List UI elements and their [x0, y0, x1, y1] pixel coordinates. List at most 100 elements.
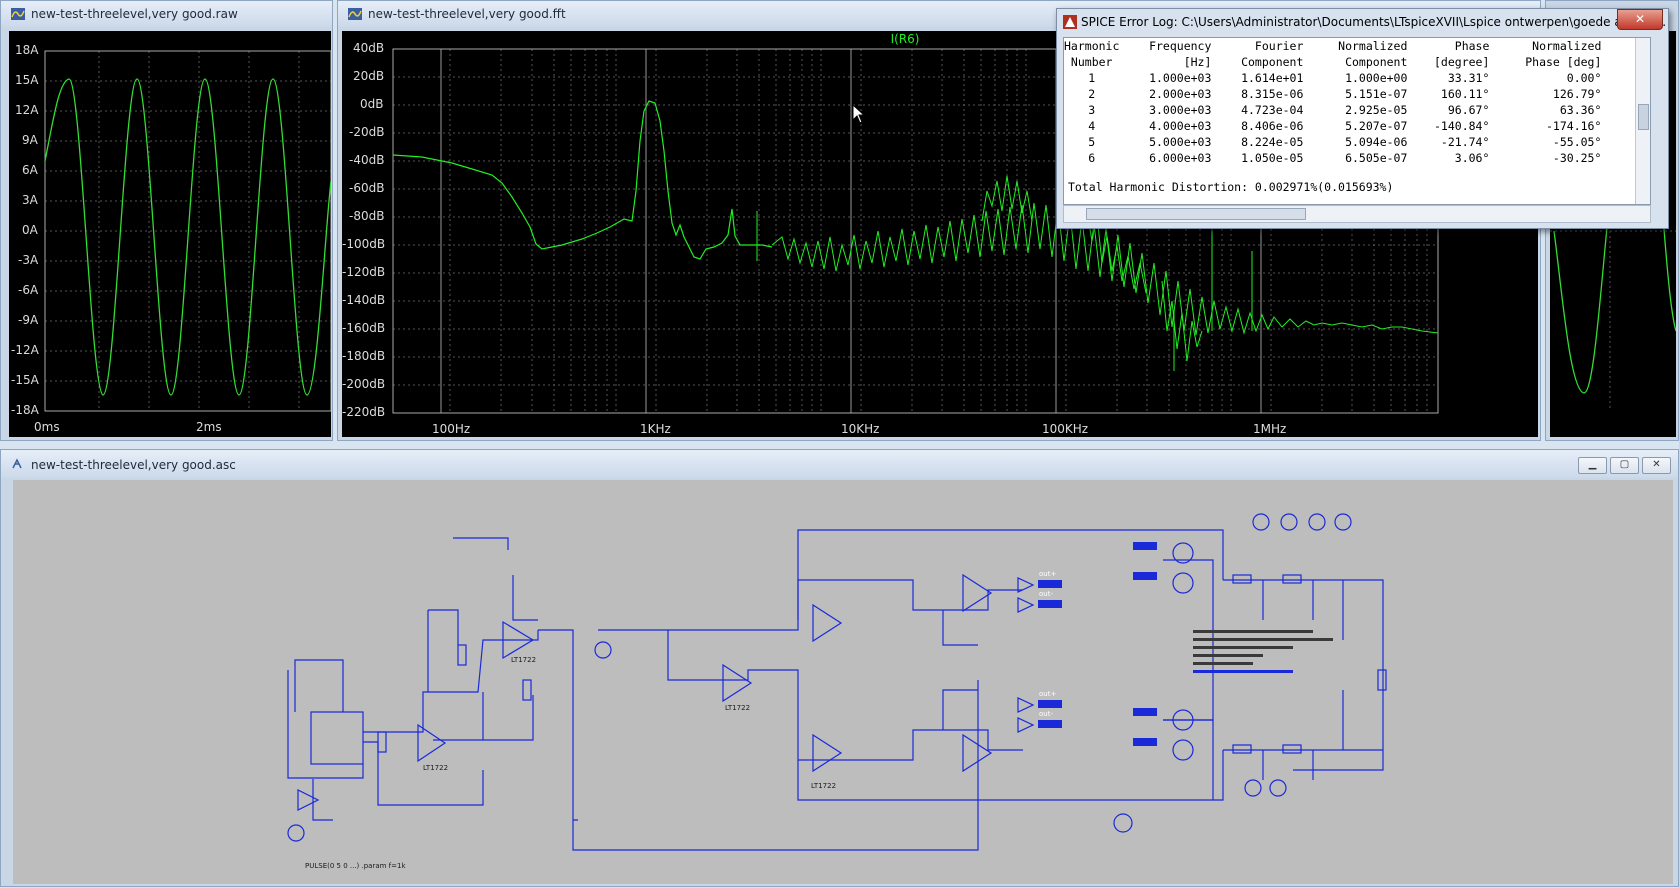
fft-ytick: 20dB [353, 69, 385, 83]
table-header: [degree] [1434, 55, 1490, 69]
fft-xtick: 100KHz [1042, 422, 1089, 436]
minimize-button[interactable]: ▁ [1578, 457, 1607, 474]
scrollbar-thumb[interactable] [1638, 104, 1649, 130]
table-cell: -174.16° [1546, 119, 1602, 133]
raw-ytick: -15A [11, 373, 39, 387]
fft-ytick: -80dB [349, 209, 385, 223]
table-cell: 1.050e-05 [1241, 151, 1304, 165]
sim-directive: PULSE(0 5 0 ...) .param f=1k [305, 862, 406, 870]
fft-ytick: -40dB [349, 153, 385, 167]
table-cell: 126.79° [1552, 87, 1602, 101]
raw-plot[interactable] [9, 31, 332, 437]
table-header: Fourier [1254, 39, 1304, 53]
table-cell: 2.000e+03 [1149, 87, 1212, 101]
table-cell: 1.000e+03 [1149, 71, 1212, 85]
net-label: out- [1039, 590, 1053, 598]
raw-ytick: 15A [15, 73, 39, 87]
close-button[interactable]: ✕ [1642, 457, 1671, 474]
table-row: 5 5.000e+03 8.224e-05 5.094e-06 -21.74° … [1064, 134, 1601, 150]
table-cell: 2.925e-05 [1345, 103, 1408, 117]
schematic-svg: LT1722 LT1722 LT1722 LT1722 out+ out- ou… [287, 513, 1387, 870]
table-cell: 33.31° [1447, 71, 1490, 85]
opamp-label: LT1722 [725, 704, 750, 712]
opamp-label: LT1722 [423, 764, 448, 772]
fft-ytick: 0dB [360, 97, 384, 111]
raw-ytick: 9A [22, 133, 38, 147]
fft-xtick: 100Hz [432, 422, 471, 436]
table-cell: 4.723e-04 [1241, 103, 1304, 117]
horizontal-scrollbar[interactable] [1063, 205, 1651, 223]
table-cell: 5.000e+03 [1149, 135, 1212, 149]
table-header: Phase [1454, 39, 1490, 53]
fft-xtick: 1MHz [1253, 422, 1287, 436]
table-cell: 6 [1088, 151, 1096, 165]
schematic-canvas[interactable]: LT1722 LT1722 LT1722 LT1722 out+ out- ou… [13, 480, 1673, 884]
spice-log-icon [1063, 15, 1077, 29]
schematic-titlebar[interactable]: new-test-threelevel,very good.asc ▁ ▢ ✕ [1, 450, 1678, 478]
table-cell: 5 [1088, 135, 1096, 149]
table-cell: 3 [1088, 103, 1096, 117]
harmonic-header-row: Harmonic Frequency Fourier Normalized Ph… [1064, 38, 1601, 54]
table-cell: 4 [1088, 119, 1096, 133]
fft-ytick: -160dB [342, 321, 386, 335]
table-header: Phase [deg] [1525, 55, 1602, 69]
raw-ytick: 3A [22, 193, 38, 207]
fft-trace-label: I(R6) [891, 32, 920, 46]
table-cell: -55.05° [1552, 135, 1602, 149]
table-cell: 1 [1088, 71, 1096, 85]
opamp-label: LT1722 [511, 656, 536, 664]
raw-ytick: 12A [15, 103, 39, 117]
raw-trace [44, 78, 332, 396]
table-header: Component [1241, 55, 1304, 69]
table-header: Normalized [1338, 39, 1408, 53]
table-cell: 4.000e+03 [1149, 119, 1212, 133]
fft-trace-low [392, 100, 773, 260]
table-cell: 8.406e-06 [1241, 119, 1304, 133]
raw-xtick: 0ms [34, 420, 60, 434]
waveform-icon [11, 8, 25, 20]
raw-ytick: -18A [11, 403, 39, 417]
net-label: out- [1039, 710, 1053, 718]
table-cell: -21.74° [1440, 135, 1490, 149]
net-label: out+ [1039, 690, 1056, 698]
schematic-icon [12, 458, 22, 469]
fft-ytick: -220dB [342, 405, 386, 419]
error-log-content[interactable]: Harmonic Frequency Fourier Normalized Ph… [1063, 37, 1651, 205]
table-cell: 8.315e-06 [1241, 87, 1304, 101]
waveform-icon [348, 8, 362, 20]
fft-ytick: -60dB [349, 181, 385, 195]
fft-noise-floor [756, 175, 1439, 371]
table-cell: 8.224e-05 [1241, 135, 1304, 149]
table-header: Harmonic [1064, 39, 1120, 53]
maximize-button[interactable]: ▢ [1610, 457, 1639, 474]
table-row: 4 4.000e+03 8.406e-06 5.207e-07 -140.84°… [1064, 118, 1601, 134]
table-header: Number [1070, 55, 1113, 69]
table-cell: 6.000e+03 [1149, 151, 1212, 165]
spice-error-log-window[interactable]: SPICE Error Log: C:\Users\Administrator\… [1056, 8, 1669, 229]
table-row: 2 2.000e+03 8.315e-06 5.151e-07 160.11° … [1064, 86, 1601, 102]
table-cell: 3.06° [1454, 151, 1490, 165]
table-header: Component [1345, 55, 1408, 69]
fft-ytick: -100dB [342, 237, 386, 251]
harmonic-header-row: Number [Hz] Component Component [degree]… [1064, 54, 1601, 70]
raw-window[interactable]: new-test-threelevel,very good.raw 18A 15… [0, 0, 333, 441]
table-header: Normalized [1532, 39, 1602, 53]
raw-window-title: new-test-threelevel,very good.raw [31, 7, 238, 21]
raw-plot-svg [44, 50, 332, 412]
table-cell: 3.000e+03 [1149, 103, 1212, 117]
table-row: 3 3.000e+03 4.723e-04 2.925e-05 96.67° 6… [1064, 102, 1601, 118]
table-cell: 6.505e-07 [1345, 151, 1408, 165]
schematic-window[interactable]: new-test-threelevel,very good.asc ▁ ▢ ✕ [0, 449, 1679, 887]
raw-ytick: -3A [18, 253, 39, 267]
vertical-scrollbar[interactable] [1635, 38, 1650, 204]
fft-ytick: -140dB [342, 293, 386, 307]
table-cell: 0.00° [1566, 71, 1602, 85]
raw-ytick: 18A [15, 43, 39, 57]
scrollbar-thumb[interactable] [1086, 208, 1306, 220]
minimize-icon: ▁ [1588, 459, 1597, 470]
close-button[interactable]: ✕ [1617, 9, 1663, 30]
raw-titlebar[interactable]: new-test-threelevel,very good.raw [1, 1, 332, 27]
fft-ytick: -120dB [342, 265, 386, 279]
fft-ytick: -200dB [342, 377, 386, 391]
raw-ytick: -6A [18, 283, 39, 297]
